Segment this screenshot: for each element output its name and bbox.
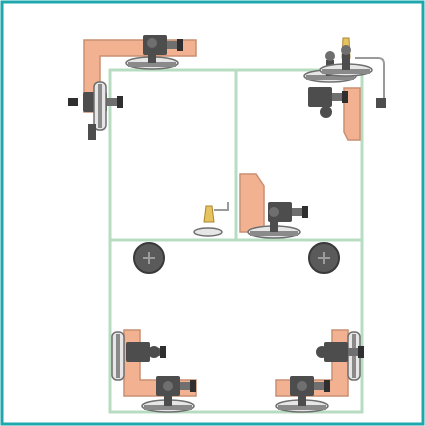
clamp-top-right (303, 37, 386, 141)
foot-left (133, 242, 165, 274)
panel-grid (108, 68, 364, 414)
clamp-bottom-left (111, 329, 197, 413)
foot-right (308, 242, 340, 274)
clamp-top-left (68, 35, 197, 140)
clamp-center (193, 173, 308, 239)
clamp-bottom-right (275, 329, 364, 413)
